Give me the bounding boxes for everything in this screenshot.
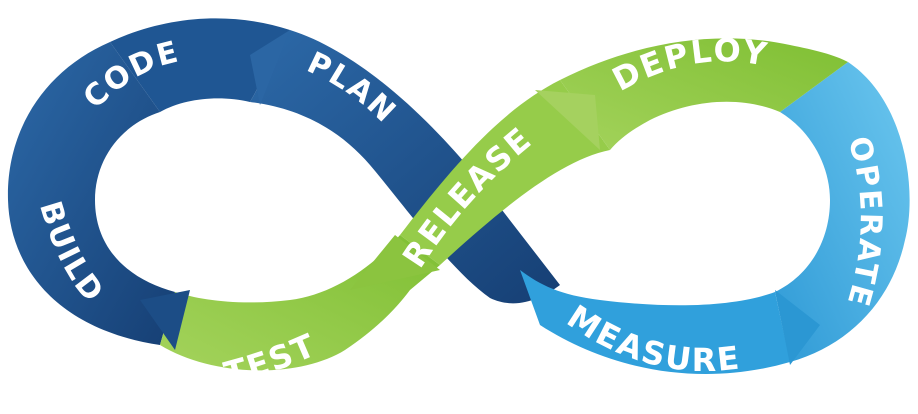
stage-build-band: [7, 42, 176, 345]
arrow-tip-plan: [250, 30, 290, 105]
stage-release-band: [400, 80, 610, 265]
arrow-tip-operate: [775, 290, 820, 365]
stage-operate-band: [775, 62, 910, 362]
arrow-tip-build: [140, 290, 190, 350]
stage-code-band: [110, 18, 290, 112]
stage-measure-band: [520, 270, 790, 375]
arrow-tip-release: [535, 90, 600, 150]
stage-deploy-band: [560, 38, 848, 150]
arrow-tip-test: [350, 235, 440, 290]
stage-plan-band: [250, 30, 560, 304]
